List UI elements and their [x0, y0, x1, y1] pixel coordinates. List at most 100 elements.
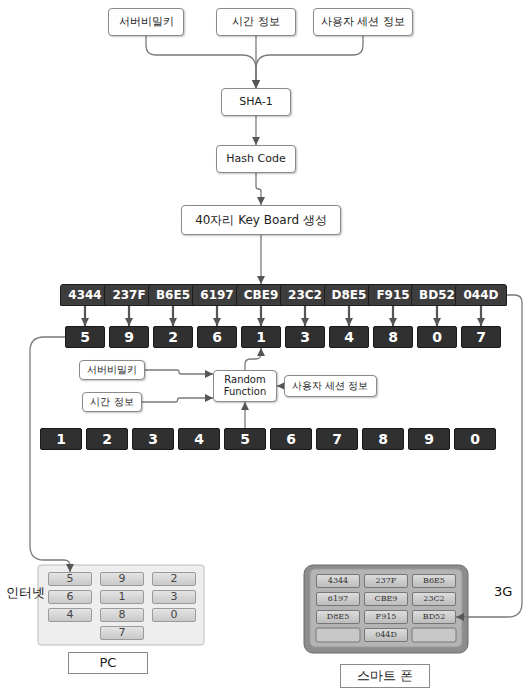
- phone-key: F915: [364, 610, 408, 624]
- node-text: D8E5: [327, 612, 349, 622]
- node-text: CBE9: [244, 288, 279, 302]
- node-text: 23C2: [288, 288, 322, 302]
- node-text: 6197: [328, 594, 348, 604]
- device-label: 스마트 폰: [340, 664, 430, 688]
- input-box: 사용자 세션 정보: [284, 375, 377, 397]
- digit-cell: 5: [65, 326, 105, 348]
- digit-cell: 7: [461, 326, 501, 348]
- node-text: 스마트 폰: [357, 668, 413, 684]
- node-text: 사용자 세션 정보: [321, 15, 405, 28]
- node-text: 9: [124, 329, 134, 346]
- node-text: 8: [378, 431, 388, 448]
- connector-arrow: [30, 337, 70, 572]
- connector-arrow: [145, 370, 213, 374]
- process-box: 40자리 Key Board 생성: [181, 205, 341, 235]
- input-box: 시간 정보: [82, 392, 142, 412]
- pc-key: 8: [100, 608, 144, 622]
- pc-key: 5: [48, 572, 92, 586]
- node-text: 1: [56, 431, 66, 448]
- digit-cell: 4: [178, 428, 220, 450]
- node-text: 4344: [68, 288, 101, 302]
- hex-key-cell: D8E5: [324, 284, 375, 306]
- connector-arrow: [260, 235, 261, 284]
- pc-key: 0: [152, 608, 196, 622]
- phone-key: 6197: [316, 592, 360, 606]
- input-box: 서버비밀키: [108, 8, 184, 36]
- digit-cell: 2: [86, 428, 128, 450]
- node-text: CBE9: [375, 594, 398, 604]
- input-box: 서버비밀키: [79, 360, 145, 380]
- connector-arrow: [255, 116, 256, 145]
- hex-key-cell: 237F: [104, 284, 154, 306]
- node-text: SHA-1: [239, 95, 273, 108]
- phone-key: 4344: [316, 574, 360, 588]
- node-text: 9: [119, 572, 126, 585]
- node-text: 4344: [328, 576, 348, 586]
- phone-key: 044D: [364, 628, 408, 642]
- hex-key-cell: 6197: [192, 284, 242, 306]
- node-text: PC: [100, 655, 117, 671]
- node-text: 2: [102, 431, 112, 448]
- phone-key: B6E5: [412, 574, 456, 588]
- digit-cell: 4: [329, 326, 369, 348]
- process-box: SHA-1: [221, 88, 291, 116]
- phone-blank-key: [316, 628, 360, 642]
- connector-arrow: [304, 306, 306, 326]
- node-text: BD52: [423, 612, 445, 622]
- node-text: 1: [256, 329, 266, 346]
- phone-key: BD52: [412, 610, 456, 624]
- node-text: 6: [67, 590, 74, 603]
- connector-arrow: [245, 348, 261, 370]
- node-text: 2: [168, 329, 178, 346]
- node-text: Random Function: [214, 374, 276, 398]
- digit-cell: 7: [316, 428, 358, 450]
- hex-key-cell: 044D: [455, 284, 507, 306]
- process-box: Hash Code: [216, 145, 296, 173]
- node-text: 0: [432, 329, 442, 346]
- hex-key-cell: CBE9: [236, 284, 287, 306]
- pc-key: 4: [48, 608, 92, 622]
- input-box: 시간 정보: [216, 8, 296, 36]
- digit-cell: 0: [417, 326, 457, 348]
- node-text: 시간 정보: [232, 15, 280, 28]
- connector-arrow: [256, 173, 261, 205]
- node-text: 3: [171, 590, 178, 603]
- node-text: 044D: [463, 288, 498, 302]
- node-text: 4: [344, 329, 354, 346]
- phone-key: CBE9: [364, 592, 408, 606]
- connector-arrow: [480, 306, 482, 326]
- connector-arrow: [456, 295, 522, 617]
- node-text: 4: [194, 431, 204, 448]
- hex-key-cell: 4344: [60, 284, 110, 306]
- node-text: 서버비밀키: [119, 15, 174, 28]
- node-text: B6E5: [423, 576, 445, 586]
- node-text: 23C2: [423, 594, 444, 604]
- connector-arrow: [244, 402, 245, 428]
- pc-key: 2: [152, 572, 196, 586]
- node-text: BD52: [419, 288, 455, 302]
- digit-cell: 9: [109, 326, 149, 348]
- phone-blank-key: [412, 628, 456, 642]
- network-label: 인터넷: [6, 584, 45, 602]
- node-text: 6197: [200, 288, 233, 302]
- node-text: 4: [67, 608, 74, 621]
- node-text: F915: [376, 288, 409, 302]
- node-text: 7: [476, 329, 486, 346]
- digit-cell: 2: [153, 326, 193, 348]
- node-text: 7: [332, 431, 342, 448]
- node-text: 6: [212, 329, 222, 346]
- digit-cell: 8: [373, 326, 413, 348]
- hex-key-cell: 23C2: [280, 284, 330, 306]
- digit-cell: 6: [197, 326, 237, 348]
- node-text: 3: [300, 329, 310, 346]
- connector-arrow: [216, 306, 218, 326]
- digit-cell: 8: [362, 428, 404, 450]
- digit-cell: 6: [270, 428, 312, 450]
- digit-cell: 5: [224, 428, 266, 450]
- digit-cell: 0: [454, 428, 496, 450]
- phone-keypad-area: [310, 569, 462, 647]
- phone-key: D8E5: [316, 610, 360, 624]
- connector-arrow: [84, 306, 86, 326]
- digit-cell: 9: [408, 428, 450, 450]
